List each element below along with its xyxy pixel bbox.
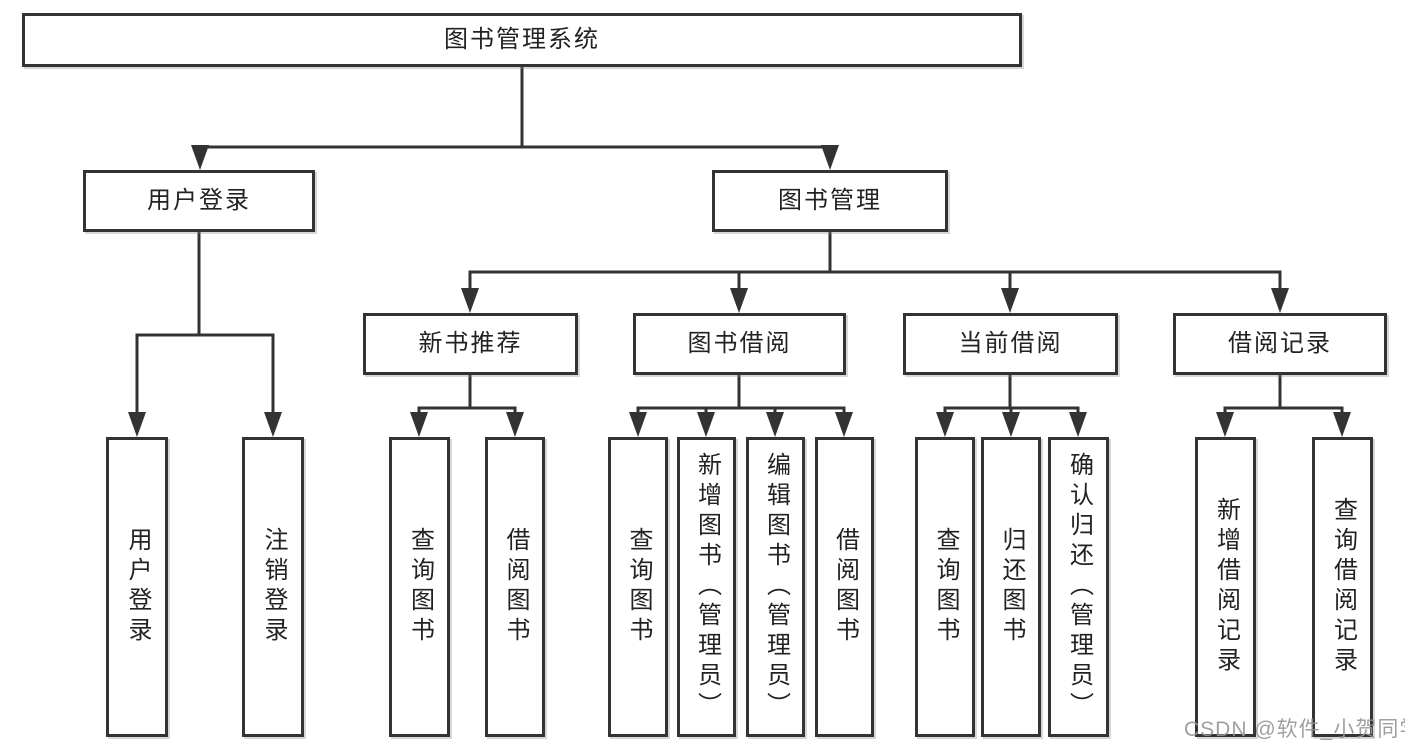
node-book-management: 图书管理: [712, 170, 948, 232]
node-label: 确认归还（管理员）: [1065, 452, 1093, 722]
node-label: 新书推荐: [418, 330, 523, 357]
node-label: 借阅图书: [502, 527, 529, 647]
node-label: 当前借阅: [958, 330, 1063, 357]
node-label: 借阅记录: [1228, 330, 1332, 357]
node-library-management-system: 图书管理系统: [22, 13, 1022, 67]
node-label: 图书管理: [778, 187, 882, 214]
node-label: 新增借阅记录: [1212, 497, 1240, 677]
node-label: 图书借阅: [687, 330, 792, 357]
node-user-login: 用户登录: [83, 170, 315, 232]
node-label: 查询图书: [932, 527, 959, 647]
node-label: 编辑图书（管理员）: [762, 452, 790, 722]
node-label: 用户登录: [124, 527, 151, 647]
leaf-borrow-books-recommendation: 借阅图书: [485, 437, 545, 737]
leaf-user-login: 用户登录: [106, 437, 168, 737]
node-current-borrowing: 当前借阅: [903, 313, 1118, 375]
leaf-edit-book-admin: 编辑图书（管理员）: [746, 437, 805, 737]
leaf-return-book: 归还图书: [981, 437, 1041, 737]
leaf-add-borrow-record: 新增借阅记录: [1195, 437, 1256, 737]
leaf-query-books-borrowing: 查询图书: [608, 437, 668, 737]
node-new-book-recommendation: 新书推荐: [363, 313, 578, 375]
csdn-watermark: CSDN @软件_小贺同学: [1184, 718, 1405, 741]
node-label: 查询图书: [406, 527, 434, 647]
node-label: 注销登录: [260, 527, 287, 647]
leaf-add-book-admin: 新增图书（管理员）: [677, 437, 736, 737]
node-book-borrowing: 图书借阅: [633, 313, 846, 375]
leaf-query-books-recommendation: 查询图书: [389, 437, 450, 737]
node-label: 新增图书（管理员）: [693, 452, 721, 722]
node-label: 归还图书: [998, 527, 1025, 647]
node-label: 借阅图书: [831, 527, 859, 647]
leaf-logout: 注销登录: [242, 437, 304, 737]
node-label: 图书管理系统: [444, 26, 600, 53]
leaf-borrow-books: 借阅图书: [815, 437, 874, 737]
node-borrowing-records: 借阅记录: [1173, 313, 1387, 375]
leaf-confirm-return-admin: 确认归还（管理员）: [1048, 437, 1109, 737]
leaf-query-borrow-record: 查询借阅记录: [1312, 437, 1373, 737]
node-label: 查询图书: [625, 527, 652, 647]
node-label: 查询借阅记录: [1329, 497, 1357, 677]
node-label: 用户登录: [147, 187, 251, 214]
leaf-query-books-current: 查询图书: [915, 437, 975, 737]
